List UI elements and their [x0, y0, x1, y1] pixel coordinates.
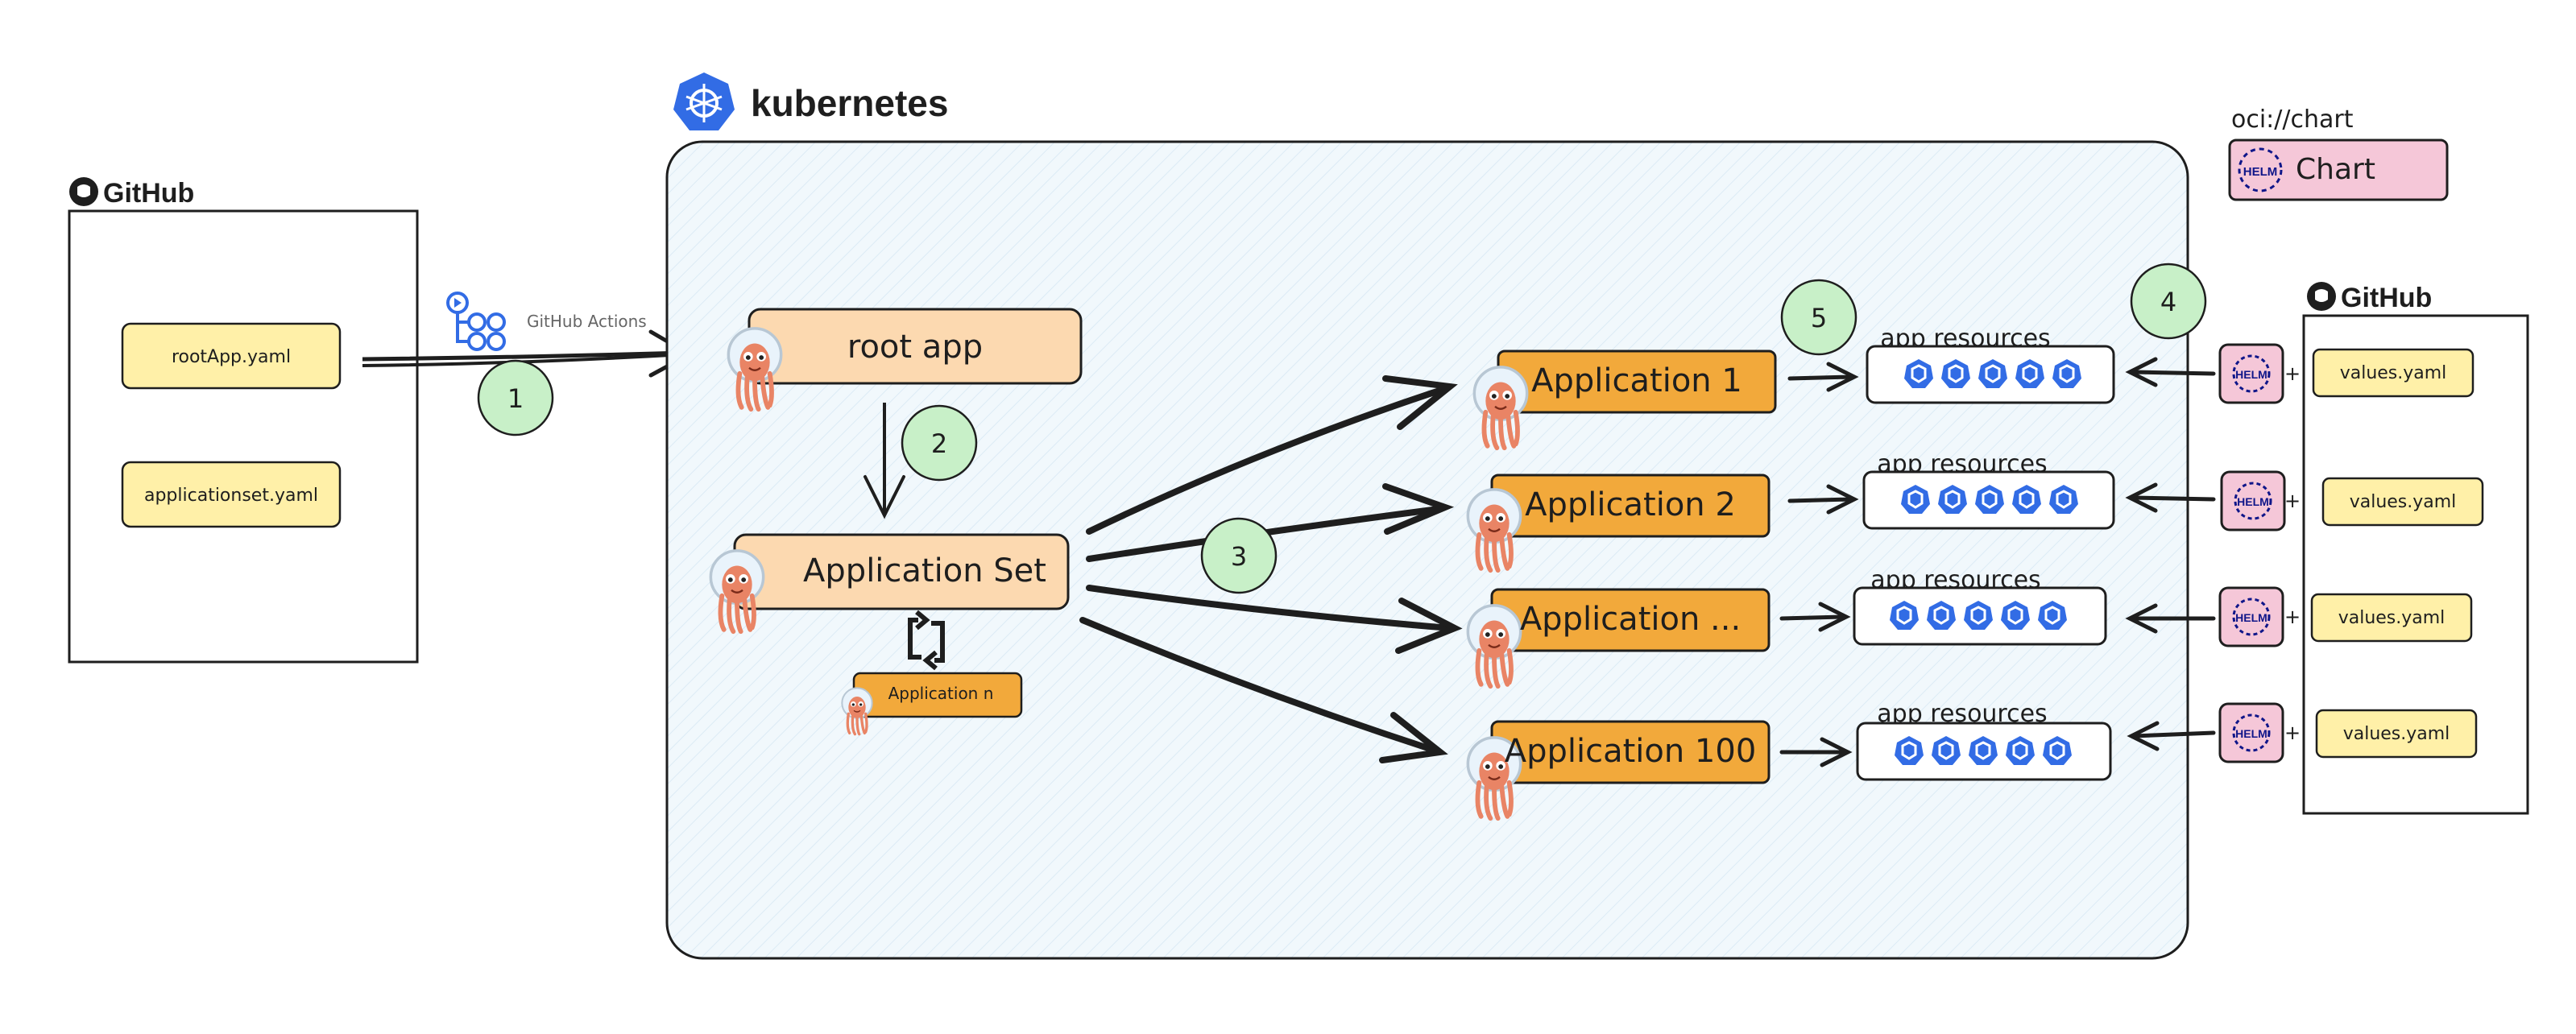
helm-logo-icon — [2232, 354, 2271, 393]
values-yaml-file[interactable] — [2315, 709, 2478, 759]
step-badge-3: 3 — [1200, 517, 1278, 594]
helm-to-resources-arrows — [2125, 357, 2216, 751]
svg-text:HELM: HELM — [2235, 727, 2267, 740]
application-set-node[interactable]: Application Set — [710, 533, 1070, 631]
values-yaml-file[interactable] — [2321, 477, 2484, 527]
values-yaml-label: values.yaml — [2338, 608, 2446, 628]
values-yaml-label: values.yaml — [2340, 363, 2447, 383]
helm-logo-icon — [2234, 482, 2272, 520]
plus-sign: + — [2284, 490, 2301, 512]
helm-chart-label: Chart — [2296, 153, 2375, 186]
application-ellipsis-label: Application ... — [1520, 601, 1741, 638]
helm-chart-badge[interactable] — [2218, 702, 2284, 763]
step-badge-2: 2 — [901, 404, 978, 482]
helm-logo-icon — [2232, 598, 2271, 636]
helm-logo-icon — [2232, 713, 2271, 752]
step-badge-4: 4 — [2130, 263, 2207, 340]
helm-chart-box[interactable] — [2228, 139, 2449, 201]
svg-text:2: 2 — [931, 428, 947, 459]
application-ellipsis-node[interactable]: Application ... — [1468, 588, 1770, 686]
github-logo-icon — [69, 177, 98, 206]
left-github-title: GitHub — [103, 178, 194, 209]
plus-sign: + — [2284, 362, 2301, 385]
application-n-node[interactable]: Application n — [841, 672, 1023, 736]
app-to-resources-arrows — [1779, 362, 1859, 767]
helm-values-row-2: HELM + values.yaml — [2220, 470, 2484, 531]
values-yaml-file[interactable] — [2310, 593, 2473, 643]
application-n-label: Application n — [888, 684, 994, 703]
cluster-title: kubernetes — [751, 82, 948, 124]
helm-logo-icon: HELM — [2238, 147, 2283, 192]
values-yaml-label: values.yaml — [2343, 724, 2450, 744]
svg-text:HELM: HELM — [2243, 165, 2278, 179]
oci-chart: oci://chart HELM Chart — [2228, 105, 2449, 201]
values-yaml-file[interactable] — [2312, 348, 2475, 398]
helm-values-row-1: HELM + values.yaml — [2218, 343, 2475, 404]
argo-octopus-icon — [728, 329, 781, 409]
step-badge-5: 5 — [1780, 279, 1857, 356]
app-resources-4: app resources — [1856, 700, 2112, 781]
svg-text:5: 5 — [1811, 303, 1827, 333]
argo-octopus-icon — [1468, 606, 1520, 686]
svg-text:1: 1 — [507, 383, 524, 414]
application-2-node[interactable]: Application 2 — [1468, 474, 1770, 570]
plus-sign: + — [2284, 722, 2301, 744]
application-1-node[interactable]: Application 1 — [1474, 349, 1777, 448]
file-rootapp-yaml-label: rootApp.yaml — [172, 347, 291, 367]
application-1-label: Application 1 — [1531, 362, 1742, 399]
svg-text:HELM: HELM — [2237, 495, 2269, 508]
oci-url-label: oci://chart — [2231, 105, 2354, 134]
root-app-node[interactable]: root app — [728, 308, 1083, 409]
svg-text:HELM: HELM — [2235, 611, 2267, 624]
argo-octopus-icon — [841, 686, 873, 736]
root-app-label: root app — [847, 329, 983, 366]
app-resources-3: app resources — [1853, 566, 2107, 646]
helm-chart-badge[interactable] — [2218, 343, 2284, 404]
helm-values-row-3: HELM + values.yaml — [2218, 586, 2473, 647]
root-to-appset-arrow — [863, 403, 905, 519]
file-applicationset-yaml-label: applicationset.yaml — [144, 486, 318, 506]
helm-chart-badge[interactable] — [2220, 470, 2286, 531]
step-badge-1: 1 — [477, 359, 554, 436]
svg-text:3: 3 — [1231, 541, 1247, 572]
left-github-panel: GitHub rootApp.yaml applicationset.yaml — [68, 177, 419, 664]
github-actions-label: GitHub Actions — [527, 312, 647, 331]
app-resources-1: app resources — [1866, 325, 2115, 404]
values-yaml-label: values.yaml — [2350, 492, 2457, 512]
file-rootapp-yaml[interactable] — [121, 322, 342, 390]
file-applicationset-yaml[interactable] — [121, 461, 342, 528]
svg-text:HELM: HELM — [2235, 368, 2267, 381]
github-actions-icon — [446, 292, 506, 351]
left-github-repo-box — [68, 209, 419, 664]
svg-text:4: 4 — [2160, 287, 2176, 317]
application-set-label: Application Set — [803, 552, 1046, 589]
helm-chart-badge[interactable] — [2218, 586, 2284, 647]
plus-sign: + — [2284, 606, 2301, 628]
application-2-label: Application 2 — [1525, 486, 1736, 523]
app-resources-2: app resources — [1862, 450, 2115, 530]
argo-octopus-icon — [710, 551, 763, 631]
helm-values-row-4: HELM + values.yaml — [2218, 702, 2478, 763]
github-logo-icon — [2307, 282, 2336, 311]
right-github-title: GitHub — [2341, 283, 2432, 313]
argo-octopus-icon — [1468, 490, 1520, 570]
argo-octopus-icon — [1474, 367, 1526, 448]
sync-icon — [908, 610, 945, 671]
application-100-label: Application 100 — [1505, 733, 1757, 770]
application-100-node[interactable]: Application 100 — [1468, 720, 1770, 818]
kubernetes-logo-icon — [673, 72, 735, 130]
